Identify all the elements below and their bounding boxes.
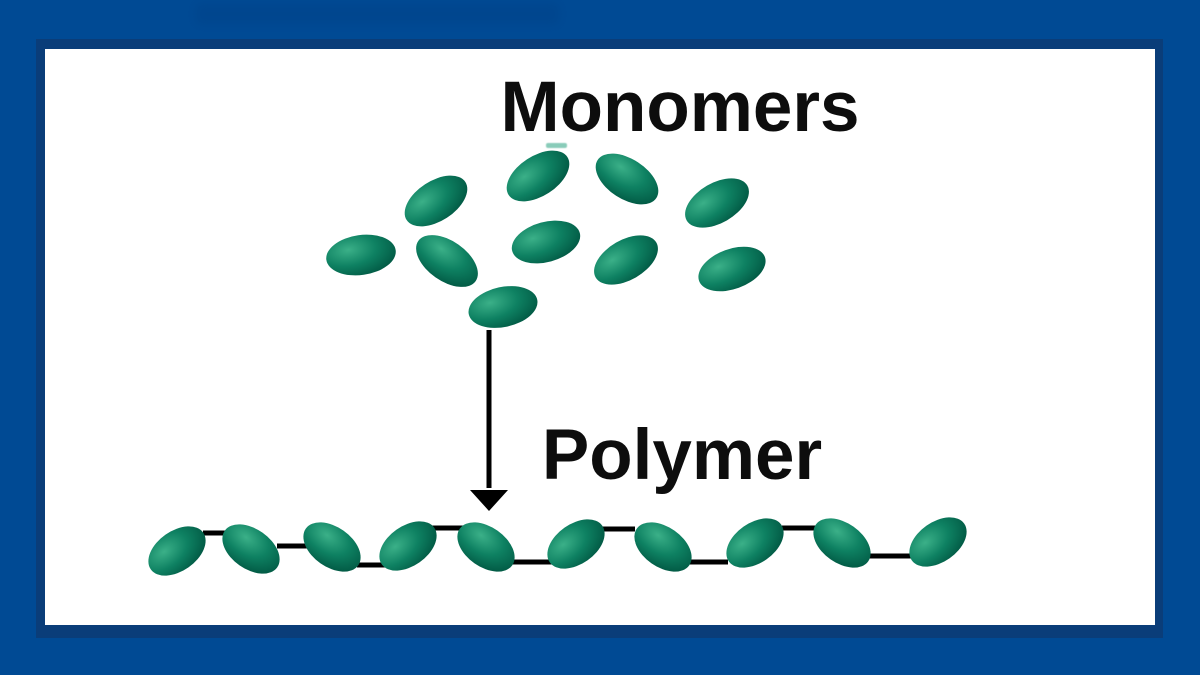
- monomer-ellipse: [404, 175, 468, 227]
- polymer-ellipse: [813, 518, 871, 568]
- monomer-ellipse: [685, 178, 749, 228]
- polymer-ellipse: [303, 522, 361, 572]
- reaction-arrow-head: [470, 490, 508, 511]
- teal-artifact: [546, 143, 567, 148]
- monomer-ellipse: [594, 235, 658, 285]
- polymer-ellipse: [379, 521, 437, 571]
- polymer-ellipse: [547, 519, 605, 569]
- polymer-ellipse: [726, 518, 784, 568]
- monomer-ellipse: [506, 150, 570, 202]
- monomer-ellipse: [595, 153, 659, 205]
- polymer-ellipse: [457, 522, 515, 572]
- monomer-ellipse: [326, 234, 396, 276]
- monomer-ellipse: [511, 220, 581, 264]
- monomer-ellipse: [416, 235, 478, 287]
- polymer-ellipse: [222, 524, 280, 574]
- polymer-ellipse: [909, 517, 967, 567]
- polymer-ellipse: [634, 522, 692, 572]
- polymer-ellipse: [148, 526, 206, 576]
- monomer-ellipse: [468, 286, 538, 328]
- monomer-ellipse: [698, 246, 766, 292]
- polymer-label: Polymer: [541, 416, 823, 495]
- monomers-label: Monomers: [500, 68, 860, 147]
- border-smudge: [195, 3, 560, 25]
